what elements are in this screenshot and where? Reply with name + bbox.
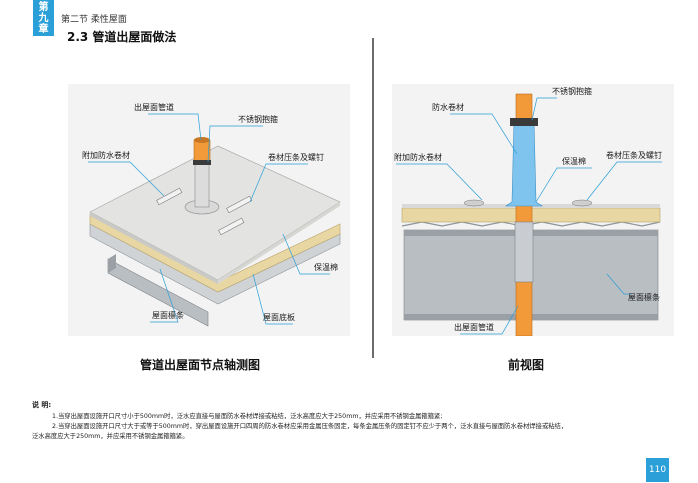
press-strip-shape	[463, 199, 485, 207]
roof-deck-edge-right	[218, 202, 340, 284]
clamp-shape	[193, 160, 211, 165]
label-insulation: 保温棉	[562, 156, 586, 166]
press-strip-shape	[156, 187, 183, 206]
chapter-tab: 第 九 章	[33, 0, 54, 36]
label-extra-membrane: 附加防水卷材	[82, 150, 130, 160]
label-membrane: 防水卷材	[432, 102, 464, 112]
pipe-opening	[194, 137, 210, 143]
label-press-strip: 卷材压条及螺钉	[268, 152, 324, 162]
note-item: 1.当穿出屋面设施开口尺寸小于500mm时，泛水应直接与屋面防水卷材焊接或粘结，…	[52, 413, 443, 420]
notes-title: 说 明:	[32, 401, 52, 409]
right-figure-caption: 前视图	[508, 358, 545, 372]
front-view-drawing: 不锈钢抱箍 防水卷材 附加防水卷材 保温棉 卷材压条及螺钉 屋面檩条 出屋面管道	[392, 84, 674, 336]
flashing-sleeve-shape	[194, 163, 210, 208]
label-insulation: 保温棉	[314, 262, 338, 272]
note-item: 泛水高度应大于250mm，并应采用不锈钢金属箍箍紧。	[32, 433, 189, 440]
label-clamp: 不锈钢抱箍	[238, 114, 278, 124]
clamp-shape	[510, 118, 538, 126]
label-press-strip: 卷材压条及螺钉	[606, 150, 662, 160]
chapter-tab-char: 九	[38, 13, 49, 24]
label-pipe: 出屋面管道	[454, 322, 494, 332]
label-bottom-plate: 屋面底板	[263, 312, 295, 322]
lower-sleeve-shape	[514, 221, 534, 283]
chapter-tab-char: 章	[38, 24, 49, 35]
page-number: 110	[646, 458, 669, 482]
front-view-figure: 不锈钢抱箍 防水卷材 附加防水卷材 保温棉 卷材压条及螺钉 屋面檩条 出屋面管道	[392, 84, 674, 336]
left-figure-caption: 管道出屋面节点轴测图	[140, 358, 261, 372]
press-strip-shape	[571, 199, 593, 207]
label-clamp: 不锈钢抱箍	[552, 86, 592, 96]
page-title: 2.3 管道出屋面做法	[67, 30, 177, 44]
label-pipe: 出屋面管道	[134, 102, 174, 112]
roof-deck-edge	[90, 212, 218, 284]
vertical-divider	[372, 38, 374, 358]
chapter-tab-char: 第	[38, 2, 49, 13]
label-purlin: 屋面檩条	[152, 310, 184, 320]
section-label: 第二节 柔性屋面	[61, 15, 127, 25]
press-strip-shape	[218, 217, 245, 236]
purlin-flange	[108, 254, 116, 273]
label-purlin: 屋面檩条	[628, 292, 660, 302]
note-item: 2.当穿出屋面设施开口尺寸大于或等于500mm时，穿出屋面设施开口四周的防水卷材…	[52, 423, 568, 430]
pipe-shape	[193, 139, 211, 163]
press-strip-shape	[226, 195, 253, 214]
axonometric-drawing: 出屋面管道 不锈钢抱箍 附加防水卷材 卷材压条及螺钉 保温棉 屋面檩条 屋面底板	[68, 84, 350, 336]
label-extra-membrane: 附加防水卷材	[394, 152, 442, 162]
axonometric-figure: 出屋面管道 不锈钢抱箍 附加防水卷材 卷材压条及螺钉 保温棉 屋面檩条 屋面底板	[68, 84, 350, 336]
